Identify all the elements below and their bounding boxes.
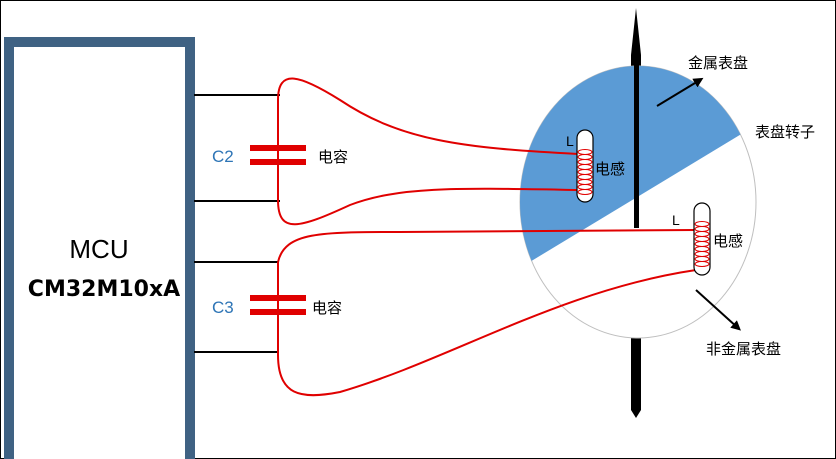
metal-dial-arrow bbox=[656, 77, 704, 107]
rotor-label: 表盘转子 bbox=[755, 123, 815, 141]
inductor-lower-label: 电感 bbox=[713, 232, 743, 250]
inductor-lower bbox=[693, 202, 711, 276]
capacitor-c3 bbox=[250, 295, 306, 315]
capacitor-c2-name: C2 bbox=[212, 147, 234, 166]
inductor-upper-letter: L bbox=[566, 133, 574, 149]
red-wires bbox=[277, 77, 697, 397]
rotor-shaft-front bbox=[634, 58, 639, 228]
inductor-lower-letter: L bbox=[672, 212, 680, 228]
mcu-block bbox=[4, 37, 195, 459]
nonmetal-dial-label: 非金属表盘 bbox=[706, 340, 781, 358]
capacitor-c2 bbox=[250, 145, 306, 165]
nonmetal-dial-arrow bbox=[695, 289, 741, 331]
inductor-upper-label: 电感 bbox=[595, 160, 625, 178]
capacitor-c3-label: 电容 bbox=[312, 299, 342, 317]
inductor-upper bbox=[576, 129, 594, 203]
metal-dial-label: 金属表盘 bbox=[688, 54, 748, 72]
capacitor-c2-label: 电容 bbox=[318, 148, 348, 166]
metal-dial bbox=[520, 66, 748, 280]
mcu-pin-wires bbox=[194, 94, 280, 353]
mcu-label: MCU bbox=[69, 234, 128, 264]
mcu-part-number: CM32M10xA bbox=[28, 277, 180, 302]
capacitor-c3-name: C3 bbox=[212, 298, 234, 317]
